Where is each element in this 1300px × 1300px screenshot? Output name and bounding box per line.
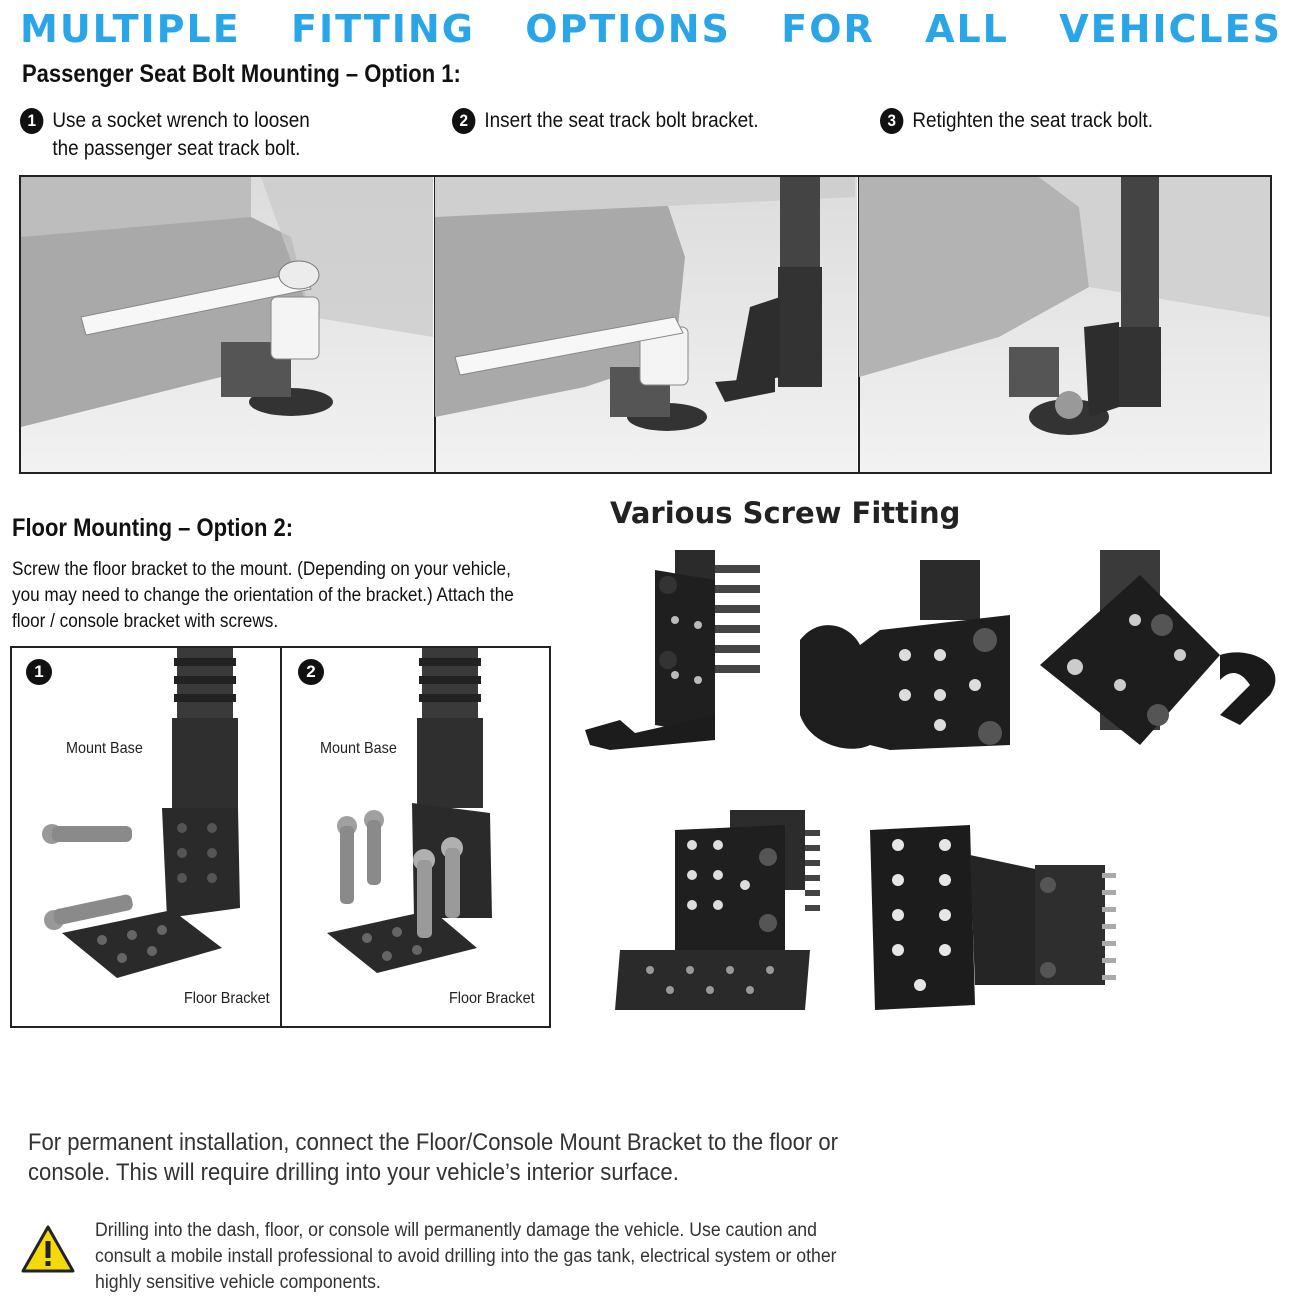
permanent-installation-note: For permanent installation, connect the … (28, 1129, 839, 1186)
bracket-photo-4 (615, 810, 820, 1010)
screw-fitting-photos (585, 550, 1276, 1010)
option2-description: Screw the floor bracket to the mount. (D… (12, 558, 514, 632)
diagram-step-number-2: 2 (298, 659, 324, 685)
step1-scene (21, 177, 433, 472)
banner-word: ALL (925, 7, 1009, 51)
step-number-2: 2 (452, 108, 476, 134)
mount-base-label: Mount Base (66, 740, 143, 757)
step2-scene (434, 177, 857, 472)
warning-text: Drilling into the dash, floor, or consol… (95, 1220, 837, 1293)
seat-bolt-steps-image (21, 177, 1270, 472)
bracket-photo-3 (1040, 550, 1276, 745)
screw-icon (441, 837, 463, 918)
bracket-photo-1 (585, 550, 760, 750)
option1-title: Passenger Seat Bolt Mounting – Option 1: (22, 60, 461, 88)
floor-bracket-assembly-image (327, 648, 492, 973)
diagram-step-number-1: 1 (26, 659, 52, 685)
screw-icon (44, 894, 133, 930)
mount-base-label: Mount Base (320, 740, 397, 757)
option1-step-3: 3 Retighten the seat track bolt. (880, 107, 1240, 135)
screw-icon (759, 848, 777, 932)
screw-icon (337, 816, 357, 904)
warning-triangle-icon (21, 1225, 75, 1273)
option1-step-1: 1 Use a socket wrench to loosen the passe… (20, 107, 362, 163)
screw-icon (1040, 877, 1056, 978)
page-banner: MULTIPLE FITTING OPTIONS FOR ALL VEHICLE… (20, 6, 1282, 52)
banner-word: VEHICLES (1059, 7, 1282, 51)
bracket-photo-2 (800, 560, 1010, 750)
screw-icon (413, 849, 435, 938)
step3-scene (858, 177, 1270, 472)
floor-bracket-diagram: 1 Mount Base Floor Bracket 2 Mount Base … (10, 646, 551, 1028)
floor-bracket-label: Floor Bracket (449, 990, 535, 1007)
floor-bracket-label: Floor Bracket (184, 990, 270, 1007)
step-text: Insert the seat track bolt bracket. (484, 109, 759, 132)
screw-icon (1147, 614, 1173, 726)
option1-step-2: 2 Insert the seat track bolt bracket. (452, 107, 812, 135)
step-text: Retighten the seat track bolt. (912, 109, 1153, 132)
bracket-photo-5 (870, 825, 1116, 1010)
banner-word: FOR (781, 7, 875, 51)
banner-word: MULTIPLE (20, 7, 241, 51)
banner-word: FITTING (290, 7, 475, 51)
option2-title: Floor Mounting – Option 2: (12, 514, 294, 542)
panel-divider (280, 648, 282, 1026)
screw-icon (42, 824, 132, 844)
step-number-1: 1 (20, 108, 44, 134)
step-text: Use a socket wrench to loosen the passen… (52, 109, 310, 160)
seat-bolt-illustrations (19, 175, 1272, 474)
screw-fitting-title: Various Screw Fitting (610, 496, 961, 530)
screw-icon (364, 810, 384, 885)
floor-bracket-exploded-image (42, 648, 240, 978)
step-number-3: 3 (880, 108, 904, 134)
banner-word: OPTIONS (525, 7, 731, 51)
screw-icon (973, 628, 1002, 745)
